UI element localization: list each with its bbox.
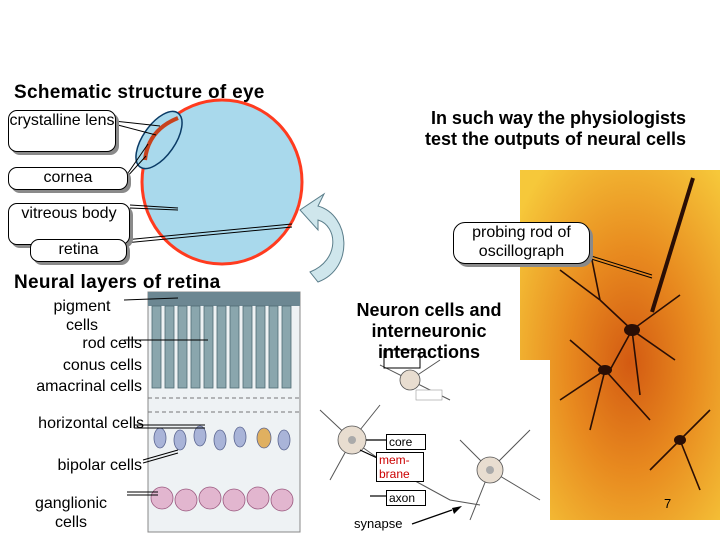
physiology-text: In such way the physiologists test the o…	[424, 108, 686, 149]
label-cornea: cornea	[8, 167, 128, 190]
label-rod-cells: rod cells	[82, 335, 142, 352]
slide-number: 7	[664, 496, 672, 511]
neuron-body-1	[624, 324, 640, 336]
neuron-title: Neuron cells and interneuronic interacti…	[356, 300, 502, 362]
neuron-body-2	[598, 365, 612, 375]
label-amacrinal-cells: amacrinal cells	[36, 378, 142, 395]
label-pigment-cells: pigment cells	[53, 298, 111, 334]
label-probing-rod: probing rod of oscillograph	[453, 222, 590, 264]
curved-arrow	[299, 192, 345, 283]
label-crystalline-lens: crystalline lens	[8, 110, 116, 152]
label-axon: axon	[386, 490, 426, 506]
label-horizontal-cells: horizontal cells	[38, 415, 144, 432]
eyeball	[140, 98, 304, 266]
label-vitreous-body: vitreous body	[8, 203, 130, 245]
label-core: core	[386, 434, 426, 450]
eye-title: Schematic structure of eye	[14, 82, 265, 103]
probing-rod	[650, 177, 695, 313]
label-synapse: synapse	[354, 516, 403, 531]
label-membrane: mem-brane	[376, 452, 424, 482]
label-retina: retina	[30, 239, 127, 262]
label-ganglionic-cells: ganglionic cells	[34, 495, 108, 531]
retina-title: Neural layers of retina	[14, 272, 221, 293]
label-bipolar-cells: bipolar cells	[57, 457, 142, 474]
label-conus-cells: conus cells	[62, 357, 142, 374]
neuron-body-3	[674, 435, 686, 445]
